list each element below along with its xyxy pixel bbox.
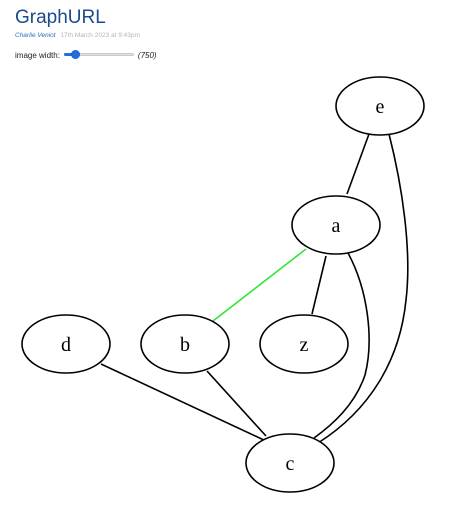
node-e[interactable]: e xyxy=(335,76,425,136)
node-a-label: a xyxy=(332,215,341,237)
edge-a-c xyxy=(313,252,370,439)
node-z[interactable]: z xyxy=(259,314,349,374)
edge-b-c xyxy=(206,370,267,437)
image-width-value: (750) xyxy=(137,50,157,60)
node-d-label: d xyxy=(61,334,71,356)
page-title: GraphURL xyxy=(15,7,106,28)
slider-fill xyxy=(63,53,76,56)
node-z-label: z xyxy=(300,334,309,356)
image-width-slider[interactable] xyxy=(63,49,134,61)
edge-e-c xyxy=(317,133,409,444)
node-d[interactable]: d xyxy=(21,314,111,374)
slider-thumb[interactable] xyxy=(70,50,80,59)
edge-d-c xyxy=(100,363,267,442)
byline: Charlie Veniot 17th March 2023 at 9:43pm xyxy=(15,32,140,39)
node-b-label: b xyxy=(180,334,190,356)
node-c-label: c xyxy=(286,453,295,475)
node-c[interactable]: c xyxy=(245,433,335,493)
image-width-label: image width: xyxy=(15,50,60,60)
image-width-control: image width: (750) xyxy=(15,49,157,61)
node-b[interactable]: b xyxy=(140,314,230,374)
edge-e-a xyxy=(346,133,370,195)
edge-a-z xyxy=(311,255,327,315)
node-e-label: e xyxy=(376,96,385,118)
post-date: 17th March 2023 at 9:43pm xyxy=(60,32,140,39)
edge-a-b xyxy=(212,248,307,322)
node-a[interactable]: a xyxy=(291,195,381,255)
author-link[interactable]: Charlie Veniot xyxy=(15,32,56,39)
